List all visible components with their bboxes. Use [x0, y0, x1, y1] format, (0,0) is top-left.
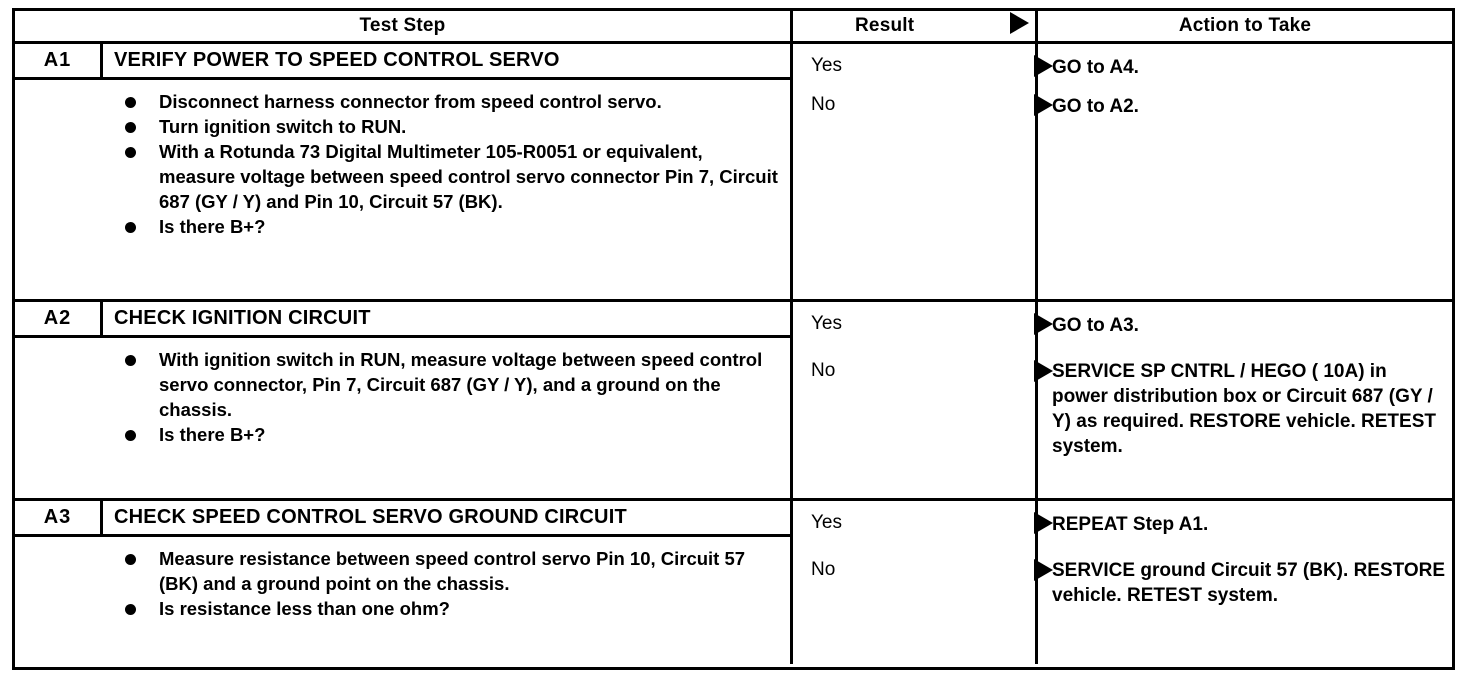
action-text-no: SERVICE ground Circuit 57 (BK). RESTORE …: [1052, 560, 1446, 606]
solid-right-triangle-icon: [1034, 512, 1053, 540]
list-item: Turn ignition switch to RUN.: [125, 114, 780, 139]
action-text-yes: GO to A3.: [1052, 315, 1139, 336]
column-header-result: Result: [790, 11, 1035, 41]
bullet-text: Turn ignition switch to RUN.: [159, 116, 407, 137]
result-label: No: [811, 360, 836, 381]
action-text-yes: GO to A4.: [1052, 57, 1139, 78]
solid-right-triangle-icon: [1034, 313, 1053, 341]
bullet-dot-icon: [125, 122, 136, 133]
list-item: Is there B+?: [125, 214, 780, 239]
list-item: Measure resistance between speed control…: [125, 546, 780, 596]
action-cell-a1: GO to A4. GO to A2.: [1035, 44, 1452, 299]
test-section-a1: A1 VERIFY POWER TO SPEED CONTROL SERVO D…: [15, 44, 1452, 302]
bullet-text: Is there B+?: [159, 216, 266, 237]
step-header-a2: A2 CHECK IGNITION CIRCUIT: [15, 302, 790, 338]
list-item: Is there B+?: [125, 422, 780, 447]
action-cell-a2: GO to A3. SERVICE SP CNTRL / HEGO ( 10A)…: [1035, 302, 1452, 498]
bullet-text: Measure resistance between speed control…: [159, 548, 746, 594]
bullet-dot-icon: [125, 554, 136, 565]
step-body-a1: Disconnect harness connector from speed …: [15, 80, 790, 299]
result-label: Yes: [811, 313, 842, 334]
result-label: Yes: [811, 512, 842, 533]
step-id-a2: A2: [15, 302, 103, 335]
bullet-text: With ignition switch in RUN, measure vol…: [159, 349, 763, 420]
list-item: With ignition switch in RUN, measure vol…: [125, 347, 780, 422]
diagnostic-table: Test Step Result Action to Take A1 VERIF…: [12, 8, 1455, 670]
step-title-a1: VERIFY POWER TO SPEED CONTROL SERVO: [114, 49, 560, 71]
action-text-yes: REPEAT Step A1.: [1052, 514, 1209, 535]
result-cell-a1: Yes No: [790, 44, 1053, 299]
bullet-dot-icon: [125, 222, 136, 233]
bullet-list-a3: Measure resistance between speed control…: [125, 546, 780, 621]
test-step-cell-a3: A3 CHECK SPEED CONTROL SERVO GROUND CIRC…: [15, 501, 790, 664]
result-header-label: Result: [855, 15, 915, 36]
step-header-a1: A1 VERIFY POWER TO SPEED CONTROL SERVO: [15, 44, 790, 80]
table-header-row: Test Step Result Action to Take: [15, 11, 1452, 44]
test-step-header-label: Test Step: [359, 15, 446, 36]
result-cell-a3: Yes No: [790, 501, 1053, 664]
solid-right-triangle-icon: [1034, 559, 1053, 587]
list-item: Disconnect harness connector from speed …: [125, 89, 780, 114]
action-text-no: SERVICE SP CNTRL / HEGO ( 10A) in power …: [1052, 361, 1436, 457]
step-title-a3: CHECK SPEED CONTROL SERVO GROUND CIRCUIT: [114, 506, 627, 528]
solid-right-triangle-icon: [1010, 12, 1029, 40]
step-header-a3: A3 CHECK SPEED CONTROL SERVO GROUND CIRC…: [15, 501, 790, 537]
solid-right-triangle-icon: [1034, 94, 1053, 122]
step-body-a2: With ignition switch in RUN, measure vol…: [15, 338, 790, 498]
test-step-cell-a1: A1 VERIFY POWER TO SPEED CONTROL SERVO D…: [15, 44, 790, 299]
list-item: With a Rotunda 73 Digital Multimeter 105…: [125, 139, 780, 214]
column-header-action-to-take: Action to Take: [1035, 11, 1452, 41]
bullet-dot-icon: [125, 355, 136, 366]
result-label: No: [811, 559, 836, 580]
action-text-no: GO to A2.: [1052, 96, 1139, 117]
solid-right-triangle-icon: [1034, 55, 1053, 83]
bullet-list-a1: Disconnect harness connector from speed …: [125, 89, 780, 239]
test-section-a2: A2 CHECK IGNITION CIRCUIT With ignition …: [15, 302, 1452, 501]
bullet-dot-icon: [125, 97, 136, 108]
solid-right-triangle-icon: [1034, 360, 1053, 388]
bullet-dot-icon: [125, 430, 136, 441]
step-title-a2: CHECK IGNITION CIRCUIT: [114, 307, 371, 329]
bullet-dot-icon: [125, 604, 136, 615]
column-header-test-step: Test Step: [15, 11, 790, 41]
result-label: Yes: [811, 55, 842, 76]
result-label: No: [811, 94, 836, 115]
action-cell-a3: REPEAT Step A1. SERVICE ground Circuit 5…: [1035, 501, 1452, 664]
bullet-text: Is resistance less than one ohm?: [159, 598, 450, 619]
step-body-a3: Measure resistance between speed control…: [15, 537, 790, 664]
bullet-text: Is there B+?: [159, 424, 266, 445]
bullet-dot-icon: [125, 147, 136, 158]
action-header-label: Action to Take: [1178, 15, 1312, 36]
step-id-a1: A1: [15, 44, 103, 77]
step-id-a3: A3: [15, 501, 103, 534]
test-step-cell-a2: A2 CHECK IGNITION CIRCUIT With ignition …: [15, 302, 790, 498]
result-cell-a2: Yes No: [790, 302, 1053, 498]
bullet-text: Disconnect harness connector from speed …: [159, 91, 662, 112]
bullet-list-a2: With ignition switch in RUN, measure vol…: [125, 347, 780, 447]
test-section-a3: A3 CHECK SPEED CONTROL SERVO GROUND CIRC…: [15, 501, 1452, 664]
bullet-text: With a Rotunda 73 Digital Multimeter 105…: [159, 141, 778, 212]
list-item: Is resistance less than one ohm?: [125, 596, 780, 621]
